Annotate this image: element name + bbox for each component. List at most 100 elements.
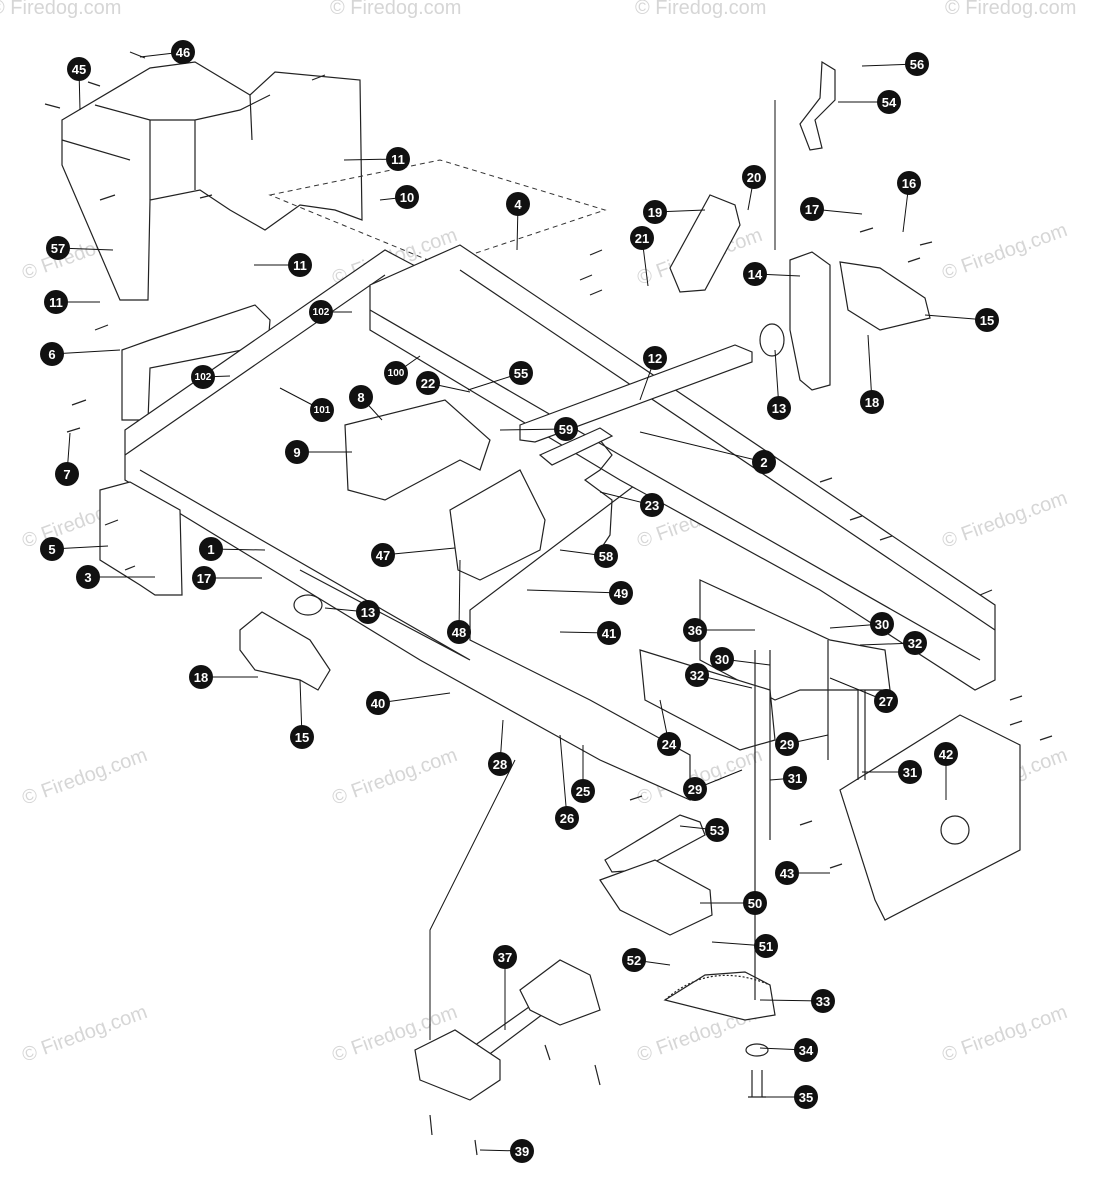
tube-59 — [538, 427, 614, 466]
callout-number: 41 — [602, 626, 616, 641]
callout-number: 26 — [560, 811, 574, 826]
callout-badge — [285, 440, 309, 464]
rod-31b — [857, 690, 866, 780]
callout-49: 49 — [609, 581, 633, 605]
callout-40: 40 — [366, 691, 390, 715]
callout-badge — [898, 760, 922, 784]
watermark: © Firedog.com — [939, 1001, 1070, 1067]
callout-badge — [775, 732, 799, 756]
callout-11: 11 — [44, 290, 68, 314]
callout-13: 13 — [356, 600, 380, 624]
callout-number: 11 — [49, 295, 63, 310]
callout-59: 59 — [554, 417, 578, 441]
callout-8: 8 — [349, 385, 373, 409]
callout-37: 37 — [493, 945, 517, 969]
callout-number: 31 — [788, 771, 802, 786]
callout-number: 6 — [48, 347, 55, 362]
callout-17: 17 — [192, 566, 216, 590]
bracket-15-right — [839, 261, 931, 331]
callout-number: 58 — [599, 549, 613, 564]
callout-number: 13 — [361, 605, 375, 620]
callout-badge — [310, 398, 334, 422]
callout-badge — [622, 948, 646, 972]
callout-badge — [510, 1139, 534, 1163]
leader-line-49 — [526, 589, 622, 594]
leader-line-26 — [559, 734, 568, 819]
callout-9: 9 — [285, 440, 309, 464]
callout-badge — [189, 665, 213, 689]
callout-badge — [705, 818, 729, 842]
pedal-mount-bracket — [519, 959, 601, 1026]
callout-number: 8 — [357, 390, 364, 405]
parts-line-art — [44, 51, 1053, 1156]
callout-number: 4 — [514, 197, 522, 212]
callout-badge — [870, 612, 894, 636]
callout-number: 56 — [910, 57, 924, 72]
callout-22: 22 — [416, 371, 440, 395]
callout-43: 43 — [775, 861, 799, 885]
callout-13: 13 — [767, 396, 791, 420]
callout-badge — [416, 371, 440, 395]
callout-number: 25 — [576, 784, 590, 799]
callout-6: 6 — [40, 342, 64, 366]
callout-badge — [783, 766, 807, 790]
steering-support-outline — [268, 159, 607, 266]
callout-1: 1 — [199, 537, 223, 561]
callout-badge — [171, 40, 195, 64]
frame-rail-left-edge — [124, 274, 471, 661]
callout-number: 35 — [799, 1090, 813, 1105]
callout-5: 5 — [40, 537, 64, 561]
callout-badge — [874, 689, 898, 713]
callout-30: 30 — [870, 612, 894, 636]
sector-gear-teeth — [664, 974, 771, 1001]
callout-17: 17 — [800, 197, 824, 221]
callout-number: 51 — [759, 939, 773, 954]
callout-28: 28 — [488, 752, 512, 776]
callout-badge — [199, 537, 223, 561]
callout-number: 9 — [293, 445, 300, 460]
callout-number: 17 — [197, 571, 211, 586]
callout-number: 102 — [195, 372, 212, 383]
callout-11: 11 — [386, 147, 410, 171]
callout-number: 101 — [314, 405, 331, 416]
callout-3: 3 — [76, 565, 100, 589]
callout-badge — [683, 777, 707, 801]
callout-number: 15 — [295, 730, 309, 745]
callout-number: 10 — [400, 190, 414, 205]
callout-54: 54 — [877, 90, 901, 114]
callout-badge — [597, 621, 621, 645]
callout-10: 10 — [395, 185, 419, 209]
callout-102: 102 — [309, 300, 333, 324]
callout-16: 16 — [897, 171, 921, 195]
callout-34: 34 — [794, 1038, 818, 1062]
callout-number: 30 — [875, 617, 889, 632]
callout-number: 32 — [908, 636, 922, 651]
bracket-19 — [669, 194, 741, 293]
callout-number: 14 — [748, 267, 763, 282]
callout-number: 19 — [648, 205, 662, 220]
callout-badge — [554, 417, 578, 441]
callout-29: 29 — [683, 777, 707, 801]
callout-badge — [46, 236, 70, 260]
callout-badge — [386, 147, 410, 171]
callout-number: 52 — [627, 953, 641, 968]
bracket-14 — [789, 251, 831, 391]
callout-42: 42 — [934, 742, 958, 766]
callout-badge — [192, 566, 216, 590]
bushing-13-left — [293, 594, 323, 616]
callout-100: 100 — [384, 361, 408, 385]
callout-11: 11 — [288, 253, 312, 277]
watermark: © Firedog.com — [939, 219, 1070, 285]
callout-badge — [67, 57, 91, 81]
callout-badge — [509, 361, 533, 385]
callout-number: 102 — [313, 307, 330, 318]
callout-50: 50 — [743, 891, 767, 915]
callout-badge — [752, 450, 776, 474]
callout-30: 30 — [710, 647, 734, 671]
callout-33: 33 — [811, 989, 835, 1013]
callout-number: 37 — [498, 950, 512, 965]
hitch-hole — [940, 815, 970, 845]
callout-number: 48 — [452, 625, 466, 640]
